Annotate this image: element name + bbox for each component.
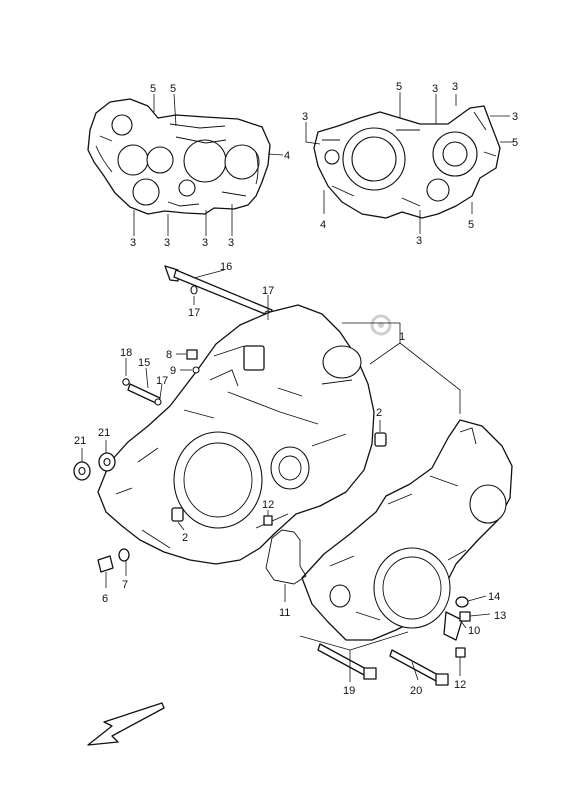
pin-part-15 [122,378,161,405]
oring-part-17 [154,398,162,406]
callout-5: 5 [512,137,518,149]
bolt-part-12b [455,647,466,658]
callout-17: 17 [262,285,274,297]
crankcase-right-view [313,105,501,219]
callout-3: 3 [302,111,308,123]
callout-10: 10 [468,625,480,637]
callout-3: 3 [202,237,208,249]
callout-17: 17 [188,307,200,319]
callout-15: 15 [138,357,150,369]
direction-arrow-icon [87,702,165,746]
bolt-part-12a [263,515,273,526]
callout-3: 3 [130,237,136,249]
callout-13: 13 [494,610,506,622]
washer-part-21a [73,461,91,481]
callout-5: 5 [396,81,402,93]
callout-18: 18 [120,347,132,359]
crankcase-right-half [301,419,513,641]
callout-21: 21 [74,435,86,447]
oring-part-9 [192,366,200,374]
callout-3: 3 [164,237,170,249]
callout-17: 17 [156,375,168,387]
callout-2: 2 [182,532,188,544]
washer-part-14 [455,596,469,608]
callout-21: 21 [98,427,110,439]
crankcase-left-view [87,98,271,215]
leader-lines [81,92,514,682]
dowel-part-2b [171,507,184,522]
shaft-part-16 [164,265,273,320]
drain-bolt-part-6 [97,555,114,573]
plug-part-8 [186,349,198,360]
bolt-part-20 [389,649,449,686]
callout-4: 4 [320,219,326,231]
bolt-part-13 [459,611,471,622]
callout-5: 5 [170,83,176,95]
callout-9: 9 [170,365,176,377]
callout-12: 12 [454,679,466,691]
callout-labels: 5 5 4 3 3 3 3 3 5 3 3 3 5 4 3 5 16 17 17… [74,81,518,697]
callout-12: 12 [262,499,274,511]
callout-3: 3 [512,111,518,123]
callout-2: 2 [376,407,382,419]
washer-part-7 [118,548,130,562]
callout-5: 5 [468,219,474,231]
callout-19: 19 [343,685,355,697]
callout-8: 8 [166,349,172,361]
callout-3: 3 [452,81,458,93]
callout-3: 3 [228,237,234,249]
callout-4: 4 [284,150,290,162]
callout-3: 3 [416,235,422,247]
callout-3: 3 [432,83,438,95]
dowel-part-2a [374,432,387,447]
callout-7: 7 [122,579,128,591]
callout-20: 20 [410,685,422,697]
callout-1: 1 [399,331,405,343]
callout-6: 6 [102,593,108,605]
callout-11: 11 [279,607,290,619]
crankcase-left-half [97,304,375,565]
watermark-gear-icon [370,314,392,336]
washer-part-21b [98,452,116,472]
pipe-gasket-part-11 [265,529,307,585]
callout-14: 14 [488,591,500,603]
bolt-part-19 [317,643,377,680]
callout-16: 16 [220,261,232,273]
callout-5: 5 [150,83,156,95]
